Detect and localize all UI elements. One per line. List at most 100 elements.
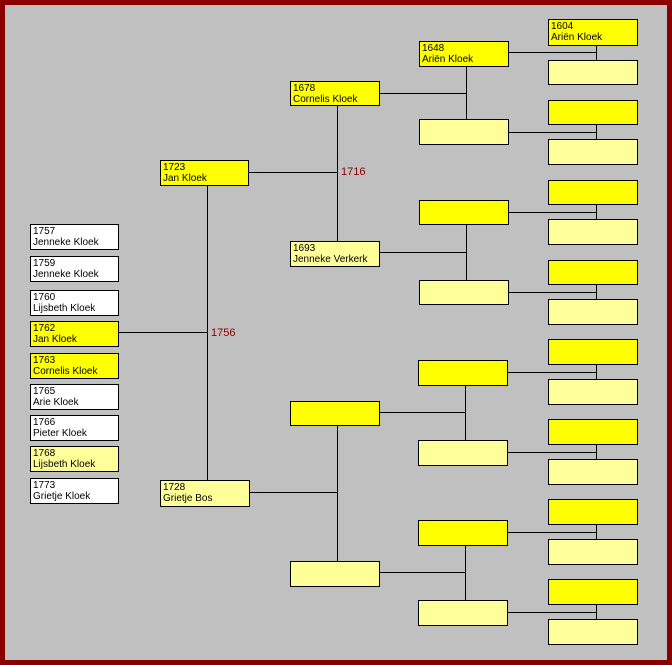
gen3-line-3 [379, 412, 465, 413]
child-box-6[interactable]: 1765 Arie Kloek [30, 384, 119, 410]
child-name: Lijsbeth Kloek [33, 303, 96, 314]
great-grandmother-box-4[interactable] [418, 600, 508, 626]
great-great-grandfather-year: 1604 [551, 21, 574, 32]
child-box-4[interactable]: 1762 Jan Kloek [30, 321, 119, 347]
child-box-8[interactable]: 1768 Lijsbeth Kloek [30, 446, 119, 472]
great-grandfather-box-4[interactable] [418, 520, 508, 546]
paternal-grandparents-connector-line [337, 106, 338, 241]
child-year: 1759 [33, 258, 56, 269]
paternal-grandfather-box[interactable]: 1678 Cornelis Kloek [290, 81, 380, 106]
child-year: 1760 [33, 292, 56, 303]
paternal-grandmother-box[interactable]: 1693 Jenneke Verkerk [290, 241, 380, 267]
gen4-line-3 [508, 212, 596, 213]
great-grandfather-box-3[interactable] [418, 360, 508, 386]
maternal-grandparents-connector-line [337, 426, 338, 562]
ancestor-box-gen5-15[interactable] [548, 579, 638, 605]
child-year: 1766 [33, 417, 56, 428]
child-box-9[interactable]: 1773 Grietje Kloek [30, 478, 119, 504]
ancestor-box-gen5-11[interactable] [548, 419, 638, 445]
gen4-connector-3 [465, 386, 466, 440]
gen3-line-2 [379, 252, 466, 253]
mother-name: Grietje Bos [163, 493, 213, 504]
child-name: Pieter Kloek [33, 428, 87, 439]
gen4-line-5 [507, 372, 596, 373]
gen5-connector-4 [596, 285, 597, 299]
ancestor-box-gen5-8[interactable] [548, 299, 638, 325]
child-name: Grietje Kloek [33, 491, 91, 502]
great-grandmother-box-1[interactable] [419, 119, 509, 145]
parents-marriage-year: 1756 [211, 327, 236, 339]
child-box-7[interactable]: 1766 Pieter Kloek [30, 415, 119, 441]
ancestor-box-gen5-14[interactable] [548, 539, 638, 565]
gen5-connector-1 [596, 46, 597, 60]
gen5-connector-7 [596, 525, 597, 539]
gen3-line-4 [379, 572, 465, 573]
mother-year: 1728 [163, 482, 186, 493]
child-year: 1757 [33, 226, 56, 237]
ancestor-box-gen5-3[interactable] [548, 100, 638, 125]
gen5-connector-6 [596, 445, 597, 459]
great-grandmother-box-3[interactable] [418, 440, 508, 466]
child-year: 1765 [33, 386, 56, 397]
gen4-line-4 [508, 292, 596, 293]
children-connector-line [119, 332, 207, 333]
grandparents-marriage-year: 1716 [341, 166, 366, 178]
child-year: 1768 [33, 448, 56, 459]
ancestor-box-gen5-16[interactable] [548, 619, 638, 645]
ancestor-box-gen5-10[interactable] [548, 379, 638, 405]
gen4-line-1 [508, 52, 596, 53]
child-box-5[interactable]: 1763 Cornelis Kloek [30, 353, 119, 379]
ancestor-box-gen5-6[interactable] [548, 219, 638, 245]
father-line [248, 172, 337, 173]
pedigree-chart: 1757 Jenneke Kloek 1759 Jenneke Kloek 17… [5, 5, 667, 660]
great-grandfather-name: Ariën Kloek [422, 54, 474, 65]
gen4-line-7 [507, 532, 596, 533]
child-year: 1762 [33, 323, 56, 334]
maternal-grandfather-box[interactable] [290, 401, 380, 426]
maternal-grandmother-box[interactable] [290, 561, 380, 587]
child-name: Jenneke Kloek [33, 237, 99, 248]
ancestor-box-gen5-13[interactable] [548, 499, 638, 525]
mother-box[interactable]: 1728 Grietje Bos [160, 480, 250, 507]
child-year: 1763 [33, 355, 56, 366]
child-name: Cornelis Kloek [33, 366, 98, 377]
father-name: Jan Kloek [163, 173, 207, 184]
grandmother-year: 1693 [293, 243, 316, 254]
mother-line [249, 492, 337, 493]
grandfather-name: Cornelis Kloek [293, 94, 358, 105]
great-grandmother-box-2[interactable] [419, 280, 509, 305]
parents-connector-line [207, 186, 208, 480]
child-name: Lijsbeth Kloek [33, 459, 96, 470]
child-box-1[interactable]: 1757 Jenneke Kloek [30, 224, 119, 250]
gen4-connector-4 [465, 546, 466, 600]
gen5-connector-2 [596, 125, 597, 139]
ancestor-box-gen5-4[interactable] [548, 139, 638, 165]
ancestor-box-gen5-9[interactable] [548, 339, 638, 365]
child-box-3[interactable]: 1760 Lijsbeth Kloek [30, 290, 119, 316]
child-name: Arie Kloek [33, 397, 79, 408]
child-box-2[interactable]: 1759 Jenneke Kloek [30, 256, 119, 282]
grandfather-year: 1678 [293, 83, 316, 94]
gen4-connector-2 [466, 225, 467, 280]
great-great-grandfather-box[interactable]: 1604 Ariën Kloek [548, 19, 638, 46]
ancestor-box-gen5-7[interactable] [548, 260, 638, 285]
child-name: Jenneke Kloek [33, 269, 99, 280]
gen4-connector-1 [466, 66, 467, 119]
gen4-line-2 [508, 132, 596, 133]
gen5-connector-8 [596, 605, 597, 619]
great-grandfather-box[interactable]: 1648 Ariën Kloek [419, 41, 509, 67]
ancestor-box-gen5-2[interactable] [548, 60, 638, 85]
great-great-grandfather-name: Ariën Kloek [551, 32, 603, 43]
great-grandfather-year: 1648 [422, 43, 445, 54]
ancestor-box-gen5-5[interactable] [548, 180, 638, 205]
grandmother-name: Jenneke Verkerk [293, 254, 368, 265]
ancestor-box-gen5-12[interactable] [548, 459, 638, 485]
gen4-line-8 [507, 612, 596, 613]
gen4-line-6 [507, 452, 596, 453]
gen5-connector-5 [596, 365, 597, 379]
child-year: 1773 [33, 480, 56, 491]
great-grandfather-box-2[interactable] [419, 200, 509, 225]
gen3-line-1 [379, 93, 466, 94]
father-box[interactable]: 1723 Jan Kloek [160, 160, 249, 186]
gen5-connector-3 [596, 205, 597, 219]
